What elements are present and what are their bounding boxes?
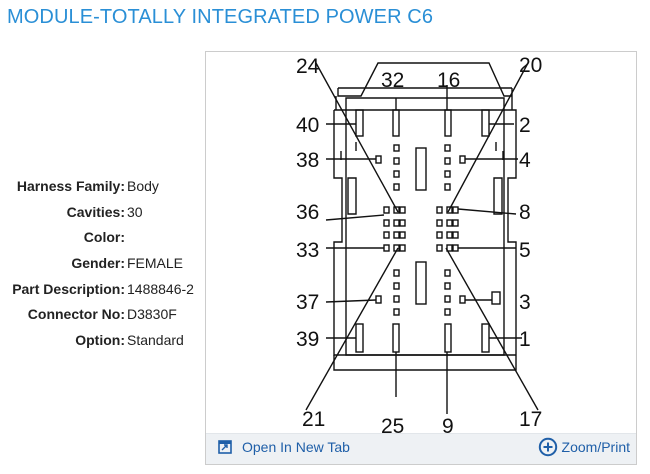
property-row-part-description: Part Description: 1488846-2 bbox=[0, 279, 205, 305]
pin-label-20: 20 bbox=[519, 54, 542, 77]
property-value: FEMALE bbox=[127, 255, 184, 272]
pin-label-5: 5 bbox=[519, 239, 531, 262]
zoom-print-label: Zoom/Print bbox=[561, 439, 630, 455]
connector-face-diagram[interactable]: 24 32 16 20 40 2 38 4 36 8 33 5 37 3 39 … bbox=[206, 52, 636, 434]
pin-label-40: 40 bbox=[296, 114, 319, 137]
property-value: Standard bbox=[127, 332, 184, 349]
open-in-new-tab-link[interactable]: Open In New Tab bbox=[218, 439, 350, 455]
pin-label-33: 33 bbox=[296, 239, 319, 262]
property-label: Option: bbox=[75, 332, 125, 349]
property-value: 1488846-2 bbox=[127, 280, 194, 297]
property-row-color: Color: bbox=[0, 227, 205, 253]
property-label: Gender: bbox=[71, 255, 125, 272]
connector-diagram-panel: 24 32 16 20 40 2 38 4 36 8 33 5 37 3 39 … bbox=[205, 51, 637, 465]
pin-label-39: 39 bbox=[296, 328, 319, 351]
open-in-new-tab-icon bbox=[218, 440, 232, 454]
pin-label-4: 4 bbox=[519, 149, 531, 172]
property-row-option: Option: Standard bbox=[0, 330, 205, 356]
property-label: Part Description: bbox=[12, 280, 125, 297]
pin-label-9: 9 bbox=[442, 415, 454, 434]
page-title: MODULE-TOTALLY INTEGRATED POWER C6 bbox=[7, 6, 434, 28]
pin-label-16: 16 bbox=[437, 69, 460, 92]
property-row-cavities: Cavities: 30 bbox=[0, 202, 205, 228]
property-label: Cavities: bbox=[66, 203, 125, 220]
property-value: D3830F bbox=[127, 306, 177, 323]
pin-label-25: 25 bbox=[381, 415, 404, 434]
property-label: Color: bbox=[83, 229, 125, 246]
pin-label-21: 21 bbox=[302, 408, 325, 431]
property-label: Harness Family: bbox=[16, 178, 125, 194]
pin-label-1: 1 bbox=[519, 328, 531, 351]
zoom-print-link[interactable]: Zoom/Print bbox=[538, 437, 630, 457]
property-row-harness-family: Harness Family: Body bbox=[0, 176, 205, 202]
property-row-gender: Gender: FEMALE bbox=[0, 253, 205, 279]
property-label: Connector No: bbox=[27, 306, 125, 323]
open-in-new-tab-label: Open In New Tab bbox=[242, 439, 350, 455]
pin-label-8: 8 bbox=[519, 201, 531, 224]
pin-label-32: 32 bbox=[381, 69, 404, 92]
connector-properties: Harness Family: Body Cavities: 30 Color:… bbox=[0, 176, 205, 356]
zoom-plus-icon bbox=[538, 437, 557, 457]
pin-label-3: 3 bbox=[519, 291, 531, 314]
diagram-toolbar: Open In New Tab Zoom/Print bbox=[206, 433, 636, 464]
pin-label-24: 24 bbox=[296, 55, 320, 78]
property-row-connector-no: Connector No: D3830F bbox=[0, 304, 205, 330]
property-value: Body bbox=[127, 178, 159, 194]
pin-label-17: 17 bbox=[519, 408, 542, 431]
property-value: 30 bbox=[127, 203, 143, 220]
pin-label-38: 38 bbox=[296, 149, 319, 172]
pin-label-36: 36 bbox=[296, 201, 319, 224]
pin-label-37: 37 bbox=[296, 291, 319, 314]
pin-label-2: 2 bbox=[519, 114, 531, 137]
